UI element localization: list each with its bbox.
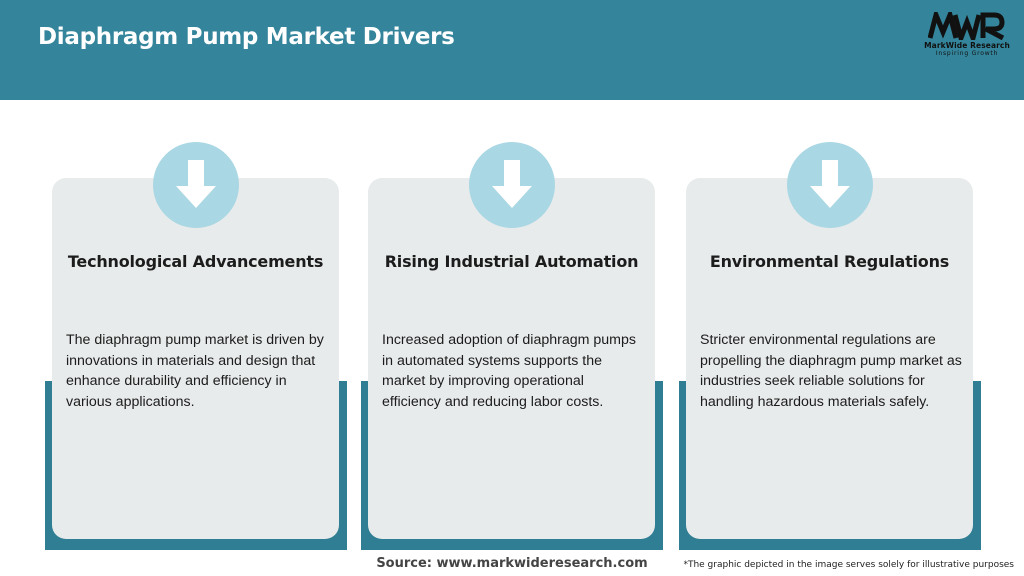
card-panel: Technological Advancements The diaphragm… xyxy=(52,142,339,539)
header-banner: Diaphragm Pump Market Drivers MarkWide R… xyxy=(0,0,1024,100)
card-description: Increased adoption of diaphragm pumps in… xyxy=(382,332,636,410)
down-arrow-icon xyxy=(810,160,850,208)
card-panel: Environmental Regulations Stricter envir… xyxy=(686,142,973,539)
card-icon-circle xyxy=(787,142,873,228)
driver-card-2: Rising Industrial Automation Increased a… xyxy=(361,142,663,550)
brand-logo: MarkWide Research Inspiring Growth xyxy=(922,12,1012,62)
card-title: Rising Industrial Automation xyxy=(384,252,639,271)
disclaimer-note: *The graphic depicted in the image serve… xyxy=(683,560,1014,570)
source-credit: Source: www.markwideresearch.com xyxy=(376,556,648,571)
mwr-logo-icon xyxy=(928,12,1005,40)
card-icon-circle xyxy=(153,142,239,228)
logo-name: MarkWide Research xyxy=(924,41,1010,50)
driver-card-1: Technological Advancements The diaphragm… xyxy=(45,142,347,550)
down-arrow-icon xyxy=(176,160,216,208)
down-arrow-icon xyxy=(492,160,532,208)
card-description: Stricter environmental regulations are p… xyxy=(700,332,962,410)
card-description: The diaphragm pump market is driven by i… xyxy=(66,332,324,410)
card-icon-circle xyxy=(469,142,555,228)
card-panel: Rising Industrial Automation Increased a… xyxy=(368,142,655,539)
driver-card-3: Environmental Regulations Stricter envir… xyxy=(679,142,981,550)
card-title: Technological Advancements xyxy=(67,252,324,271)
logo-tagline: Inspiring Growth xyxy=(935,50,999,57)
page-title: Diaphragm Pump Market Drivers xyxy=(38,24,455,50)
card-title: Environmental Regulations xyxy=(709,252,950,271)
